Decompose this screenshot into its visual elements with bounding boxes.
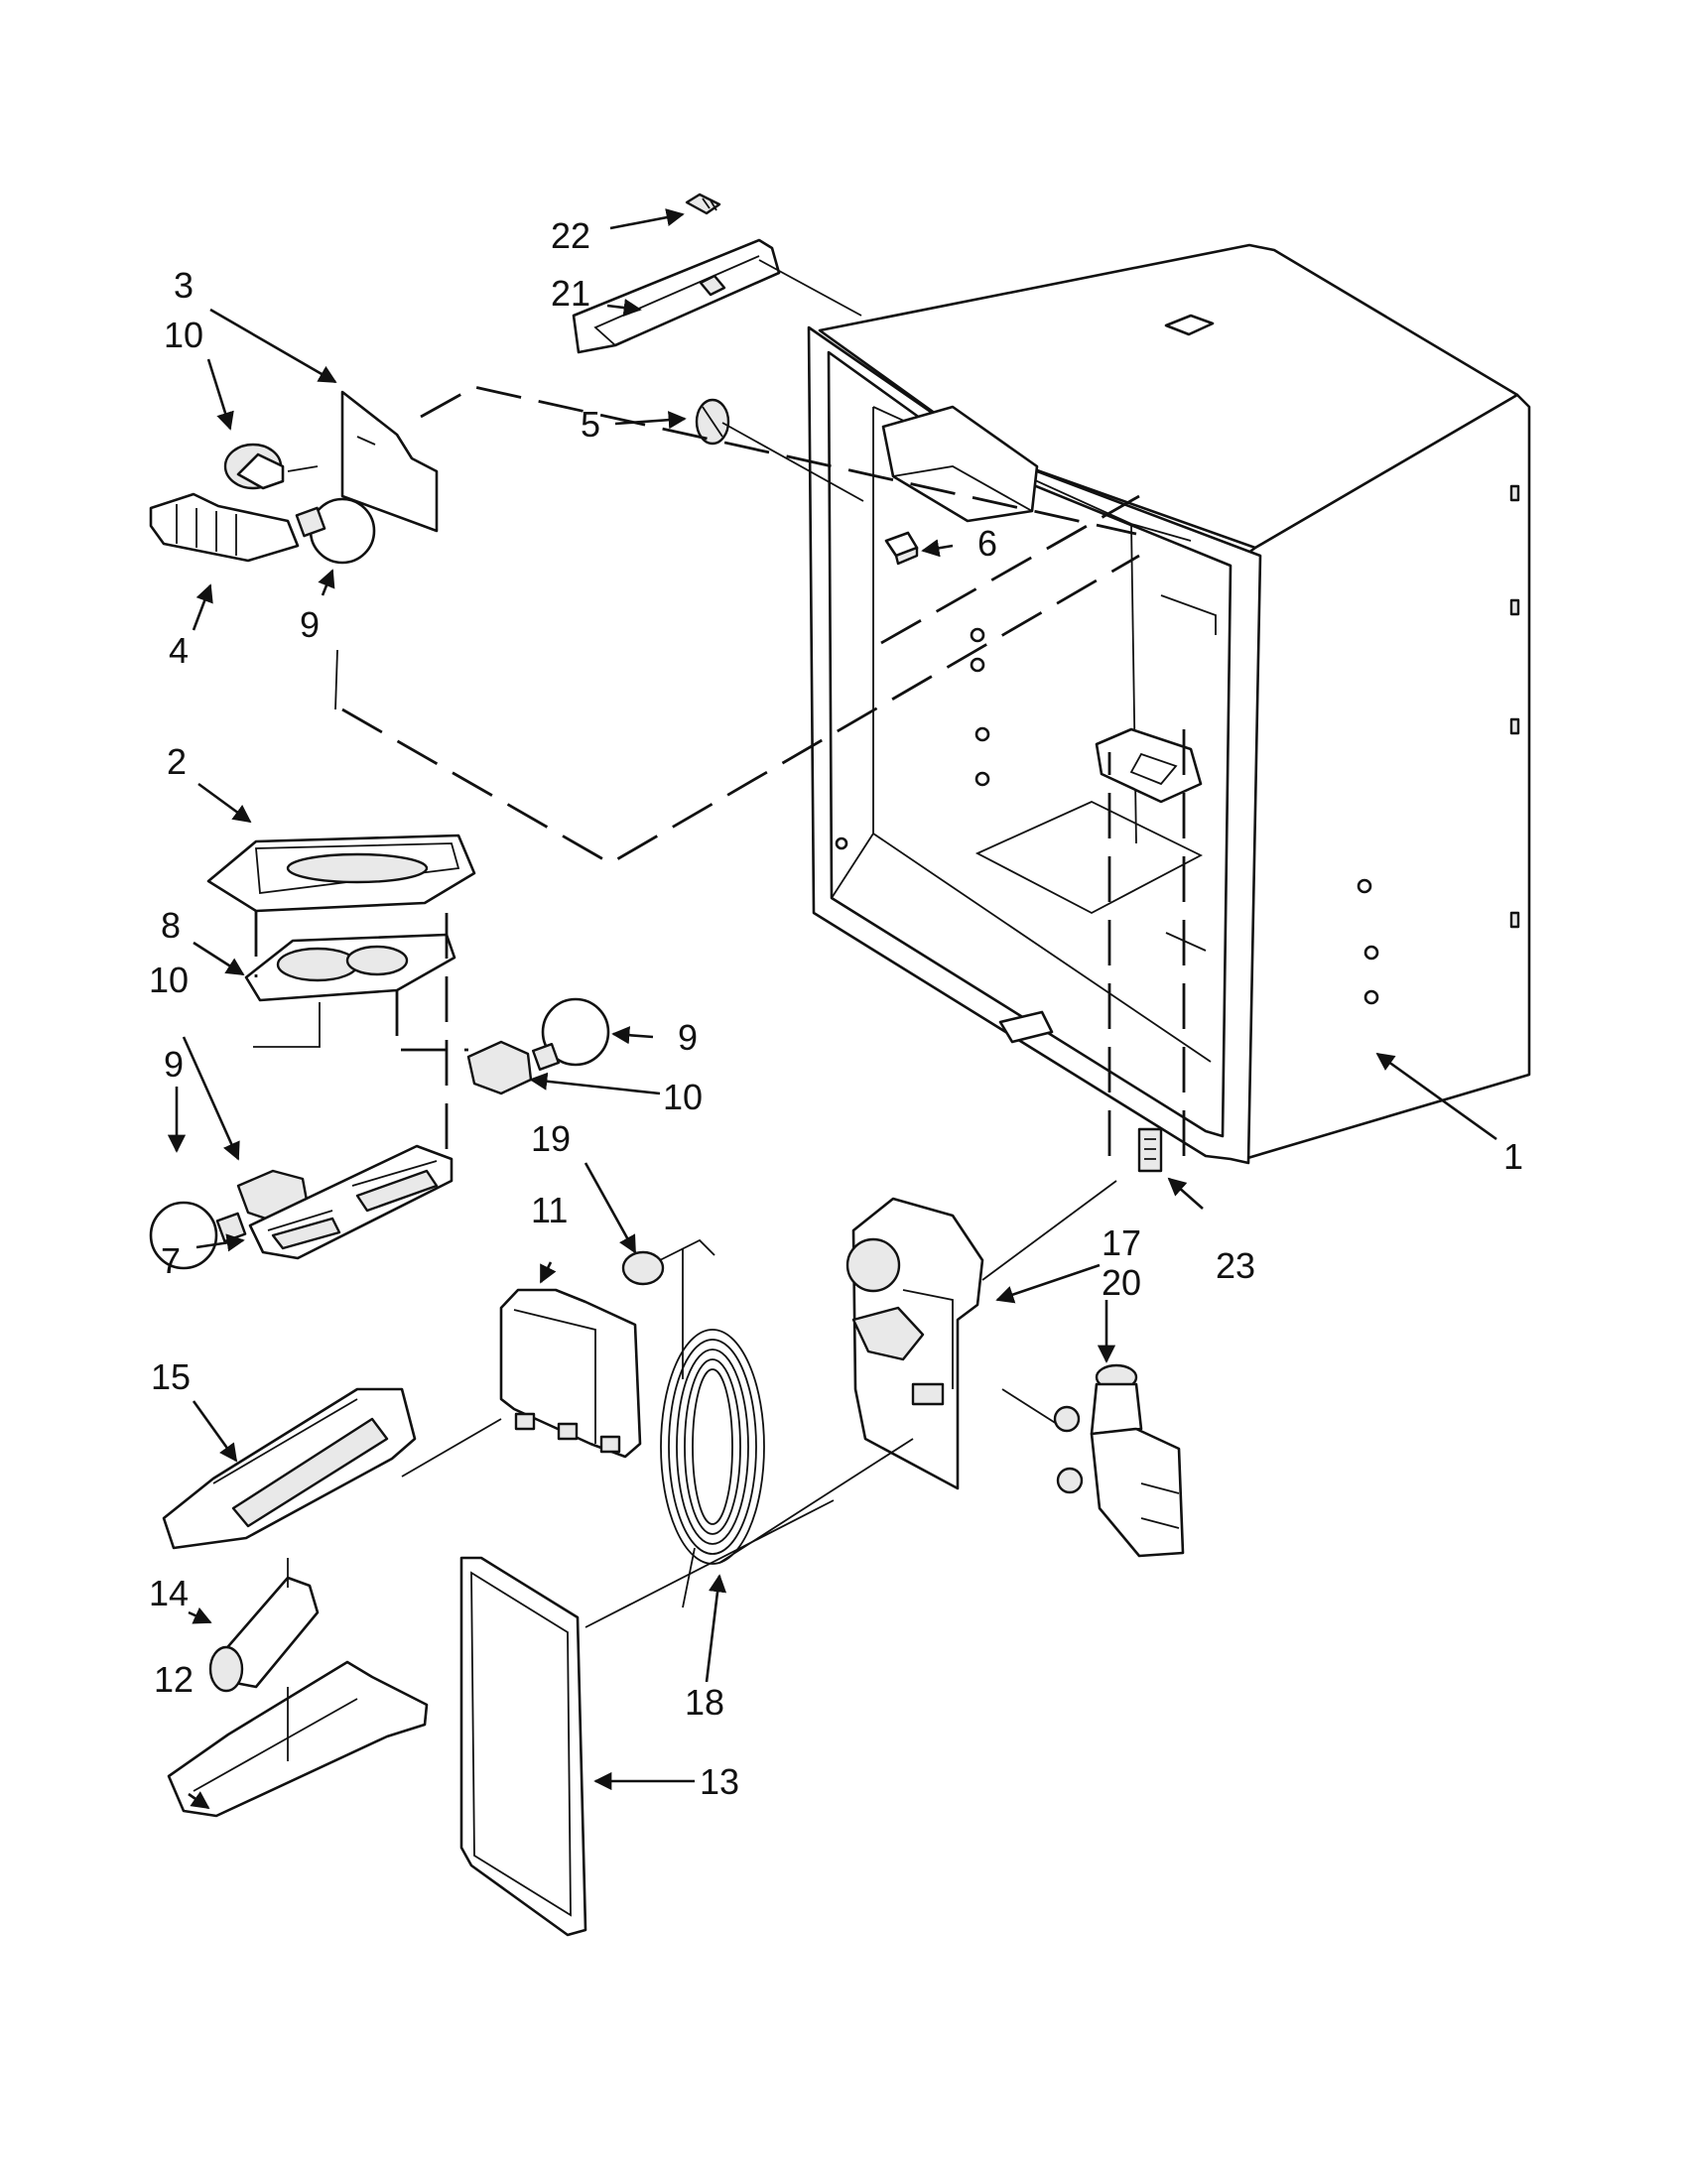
bulb-part-9-top bbox=[295, 497, 376, 565]
light-cover-part-4 bbox=[149, 492, 300, 563]
bracket-part-11 bbox=[499, 1288, 642, 1459]
leader-arrows bbox=[167, 208, 1497, 1810]
callout-7: 7 bbox=[161, 1240, 181, 1281]
callout-13: 13 bbox=[700, 1761, 739, 1802]
clip-part-6 bbox=[884, 531, 919, 566]
bulb-part-9-right bbox=[531, 997, 610, 1072]
callout-14: 14 bbox=[149, 1573, 189, 1613]
callout-9-left: 9 bbox=[164, 1044, 184, 1085]
callout-18: 18 bbox=[685, 1682, 724, 1723]
callout-12: 12 bbox=[154, 1659, 194, 1700]
filter-cover-part-12 bbox=[167, 1660, 429, 1818]
callout-8: 8 bbox=[161, 905, 181, 946]
damper-part-5 bbox=[695, 398, 730, 446]
callout-10-left: 10 bbox=[149, 960, 189, 1000]
chute-cover-part-21 bbox=[572, 238, 781, 354]
light-socket-part-10-right bbox=[466, 1040, 533, 1095]
callout-19: 19 bbox=[531, 1118, 571, 1159]
control-housing-part-17 bbox=[845, 1197, 984, 1490]
callout-3: 3 bbox=[174, 265, 194, 306]
callout-2: 2 bbox=[167, 741, 187, 782]
assembly-dashed-lines bbox=[253, 259, 1186, 1761]
callout-4: 4 bbox=[169, 630, 189, 671]
callout-10-right: 10 bbox=[663, 1077, 703, 1117]
callout-21: 21 bbox=[551, 273, 590, 314]
cabinet-liner-part-1 bbox=[807, 243, 1531, 1165]
wire-harness-part-18 bbox=[660, 1329, 765, 1608]
light-housing-part-2 bbox=[206, 834, 476, 913]
switch-part-19 bbox=[621, 1238, 715, 1379]
callout-5: 5 bbox=[581, 404, 600, 445]
callout-6: 6 bbox=[977, 523, 997, 564]
callout-11: 11 bbox=[531, 1190, 568, 1230]
filter-cartridge-part-14 bbox=[208, 1576, 320, 1693]
light-cover-part-7 bbox=[248, 1144, 454, 1260]
bulb-part-9-left bbox=[149, 1201, 247, 1270]
callout-20: 20 bbox=[1102, 1262, 1141, 1303]
light-shield-part-3 bbox=[340, 390, 439, 533]
light-socket-part-10-top bbox=[223, 443, 319, 490]
callout-15: 15 bbox=[151, 1356, 191, 1397]
callout-1: 1 bbox=[1503, 1136, 1523, 1177]
trim-panel-part-13 bbox=[459, 1556, 587, 1937]
connector-part-23 bbox=[1137, 1127, 1163, 1173]
callout-9-right: 9 bbox=[678, 1017, 698, 1058]
lens-part-8 bbox=[244, 933, 456, 1002]
callout-10-top: 10 bbox=[164, 315, 203, 355]
callout-17: 17 bbox=[1102, 1222, 1141, 1263]
callout-labels: 1 2 3 4 5 6 7 8 9 9 9 10 10 10 11 12 13 … bbox=[149, 215, 1523, 1802]
callout-9-top: 9 bbox=[300, 604, 320, 645]
callout-22: 22 bbox=[551, 215, 590, 256]
water-valve-part-20 bbox=[1053, 1363, 1185, 1558]
filter-head-part-15 bbox=[162, 1387, 417, 1550]
screw-part-22 bbox=[685, 193, 721, 215]
callout-23: 23 bbox=[1216, 1245, 1255, 1286]
